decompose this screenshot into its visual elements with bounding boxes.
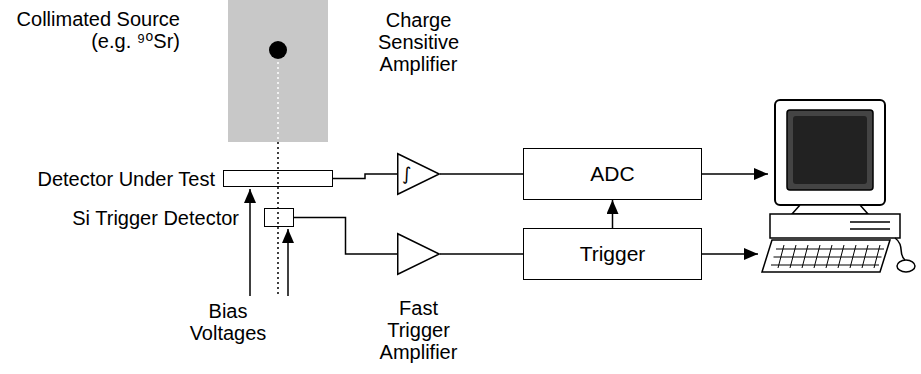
- box-label: Trigger: [580, 243, 646, 265]
- signal-wire: [440, 173, 523, 175]
- process-box: Trigger: [523, 228, 702, 280]
- source-block-outline: [228, 0, 328, 142]
- detector-box: Detector Under Test: [223, 170, 333, 187]
- signal-wire: [333, 174, 397, 179]
- box-label: ADC: [590, 163, 634, 185]
- amplifier-label: Charge Sensitive Amplifier: [371, 9, 466, 75]
- signal-wire: [440, 253, 523, 255]
- detector-box-outline: [224, 171, 332, 186]
- bias-arrow: [287, 229, 289, 296]
- trigger-detector-box-outline: [265, 209, 293, 226]
- source-label: Collimated Source (e.g. ⁹⁰Sr): [5, 8, 180, 52]
- amplifier-triangle: Fast Trigger Amplifier: [397, 233, 440, 275]
- amplifier-triangle-outline: [397, 233, 440, 275]
- bias-label: Bias Voltages: [178, 300, 278, 344]
- beam-line: [277, 142, 279, 294]
- amplifier-label: Fast Trigger Amplifier: [371, 297, 466, 363]
- signal-wire: [294, 218, 397, 255]
- data-arrow: [702, 173, 768, 175]
- computer-icon: [762, 100, 915, 272]
- trigger-detector-box: Si Trigger Detector: [264, 208, 294, 227]
- data-arrow: [702, 253, 758, 255]
- detector-label: Si Trigger Detector: [72, 207, 239, 229]
- process-box: ADC: [523, 148, 702, 200]
- integral-symbol: ∫: [402, 163, 411, 185]
- detector-label: Detector Under Test: [38, 168, 216, 190]
- trigger-arrow: [612, 200, 614, 228]
- bias-arrow: [249, 189, 251, 296]
- amplifier-triangle: Charge Sensitive Amplifier∫: [397, 153, 440, 195]
- source-block: Collimated Source (e.g. ⁹⁰Sr): [228, 0, 328, 142]
